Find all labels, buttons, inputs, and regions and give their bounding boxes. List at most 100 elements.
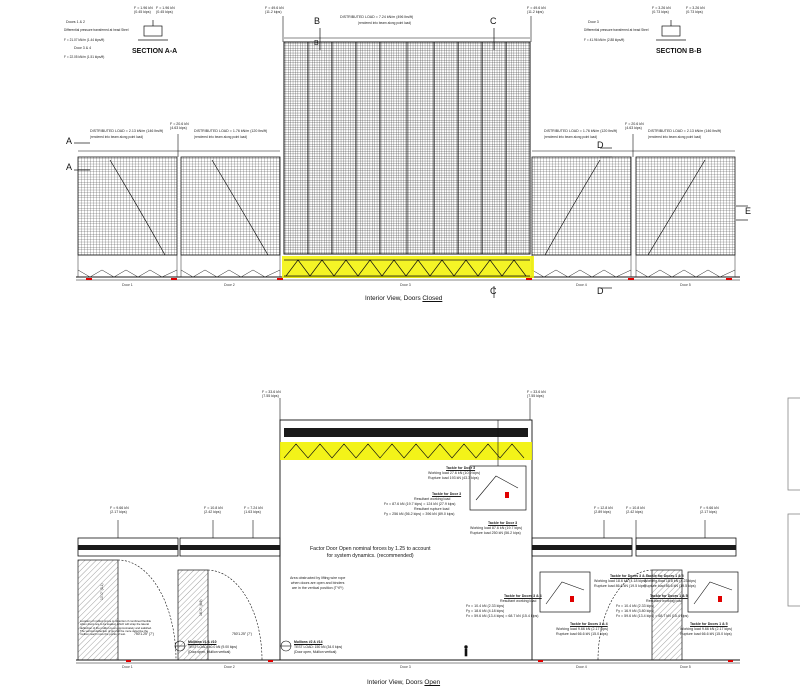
tackle-right-f-l2: Rupture load 66.6 kN (15.0 kips): [680, 632, 732, 636]
section-aa-detail: [138, 20, 168, 41]
tackle-right-d-l2: Fx = 10.4 kN (2.33 kips): [616, 604, 655, 608]
tackle-right-a-l1: Working load 18.6 kN (4.18 kips): [594, 579, 647, 583]
tackle-door3b-title: Tackle for Door 3: [432, 492, 462, 496]
section-aa-force-1: F = 21.07 kN/m (1.44 kips/ft): [64, 38, 105, 42]
section-bb-small-1: F = 3.26 kN (0.73 kips): [652, 6, 671, 15]
top-door-4-label: Door 4: [576, 283, 587, 287]
section-bb-force-1: F = 41.96 kN/m (2.88 kips/ft): [584, 38, 625, 42]
right-load-sub-2: (rendered into beam along point load): [648, 135, 702, 139]
tackle-door3-l1: Working load 27.6 kN (10.9 kips): [428, 471, 481, 475]
marker-c-2: C: [490, 286, 497, 296]
tackle-door3b-l3: Resultant rupture load: [414, 507, 450, 511]
bottom-dim-1: 750'1.25" (7'): [134, 632, 154, 636]
right-load-text-1: DISTRIBUTED LOAD = 1.76 kN/m (120 lbs/ft…: [544, 129, 618, 133]
closed-caption: Interior View, Doors Closed: [365, 295, 443, 302]
tackle-door3c-title: Tackle for Door 3: [488, 521, 518, 525]
section-bb-desc: Differential pressure transferred at hea…: [584, 28, 649, 32]
area-note: Area obstructed by lifting wire rope whe…: [290, 576, 346, 590]
door-1-panel: [77, 156, 178, 256]
tackle-right-c-l1: Resultant working load: [500, 599, 537, 603]
center-force-left: F = 49.6 kN (11.2 kips): [265, 6, 284, 15]
left-load-sub-1: (rendered into beam along point load): [90, 135, 144, 139]
marker-b-2: B: [314, 40, 319, 47]
tackle-door3c-l2: Rupture load 250 kN (56.2 kips): [470, 531, 521, 535]
top-door-5-label: Door 5: [680, 283, 691, 287]
section-aa-title: SECTION A-A: [132, 48, 178, 55]
right-load-sub-1: (rendered into beam along point load): [544, 135, 598, 139]
marker-b-1: B: [314, 16, 321, 26]
left-load-sub-2: (rendered into beam along point load): [194, 135, 248, 139]
tackle-right-b-l2: Rupture load 86.6 kN (19.5 kips): [644, 584, 696, 588]
tackle-right-b-title: Tackle for Doors 1 & 5: [646, 574, 684, 578]
left-dim-1: 10'-0" (3.1): [100, 583, 104, 600]
marker-d-1: D: [597, 140, 604, 150]
mullion-2-title: Mullions #2 & #14: [294, 640, 323, 644]
tackle-right-d-l1: Resultant working load: [646, 599, 683, 603]
mullion-2-l2: (Door open, Mullion vertical): [294, 650, 337, 654]
open-top-force-right: F = 33.6 kN (7.55 kips): [527, 390, 546, 399]
open-top-force-left: F = 33.6 kN (7.55 kips): [262, 390, 281, 399]
open-elevation: [76, 398, 740, 664]
marker-a-1: A: [66, 136, 73, 146]
right-load-text-2: DISTRIBUTED LOAD = 2.13 kN/m (146 lbs/ft…: [648, 129, 722, 133]
left-load-text-1: DISTRIBUTED LOAD = 2.13 kN/m (146 lbs/ft…: [90, 129, 164, 133]
door-5-panel: [635, 156, 736, 256]
closed-elevation: [74, 16, 748, 298]
tackle-right-c-title: Tackle for Doors 3 & 4: [504, 594, 542, 598]
section-aa-desc: Differential pressure transferred at hea…: [64, 28, 129, 32]
tackle-door3b-l1: Resultant working load: [414, 497, 451, 501]
right-force-2: F = 10.8 kN (2.42 kips): [626, 506, 645, 515]
top-door-3-label: Door 3: [400, 283, 411, 287]
left-force: F = 20.6 kN (4.63 kips): [170, 122, 189, 131]
section-aa-small-1: F = 1.96 kN (0.45 kips): [134, 6, 153, 15]
tackle-right-e-l1: Working load 9.66 kN (2.17 kips): [556, 627, 609, 631]
marker-a-2: A: [66, 162, 73, 172]
bottom-door-4-label: Door 4: [576, 665, 587, 669]
tackle-right-d-l4: Fx = 59.6 kN (13.4 kips) = 68.7 kN (15.4…: [616, 614, 689, 618]
tackle-right-d-l3: Fy = 16.9 kN (3.80 kips): [616, 609, 655, 613]
mullion-2-l1: TEST LOAD: 150 kN (34.0 kips): [294, 645, 343, 649]
tackle-right-c-l2: Fx = 10.4 kN (2.33 kips): [466, 604, 505, 608]
section-bb-detail: [656, 20, 686, 41]
left-mullion-note: Location of mullion prone to distortion …: [80, 619, 152, 637]
section-aa-door-label-2: Door 3 & 4: [74, 46, 92, 50]
right-force-1: F = 12.8 kN (2.89 kips): [594, 506, 613, 515]
section-bb-small-2: F = 3.26 kN (0.73 kips): [686, 6, 705, 15]
dynamics-note: Factor Door Open nominal forces by 1.25 …: [310, 546, 431, 559]
top-door-2-label: Door 2: [224, 283, 235, 287]
door-2-panel: [180, 156, 281, 256]
tackle-right-f-title: Tackle for Doors 1 & 5: [690, 622, 728, 626]
tackle-right-c-l4: Fx = 59.6 kN (13.4 kips) = 68.7 kN (15.4…: [466, 614, 539, 618]
left-load-text-2: DISTRIBUTED LOAD = 1.76 kN/m (120 lbs/ft…: [194, 129, 268, 133]
tackle-door3-title: Tackle for Door 3: [446, 466, 476, 470]
top-door-1-label: Door 1: [122, 283, 133, 287]
door-4-panel: [531, 156, 632, 256]
open-caption: Interior View, Doors Open: [367, 679, 441, 686]
bottom-door-3-label: Door 3: [400, 665, 411, 669]
bottom-door-2-label: Door 2: [224, 665, 235, 669]
tackle-right-d-title: Tackle for Doors 1 & 5: [650, 594, 688, 598]
bottom-door-5-label: Door 5: [680, 665, 691, 669]
marker-c-1: C: [490, 16, 497, 26]
tackle-right-f-l1: Working load 9.66 kN (2.17 kips): [680, 627, 733, 631]
tackle-door3b-l2: Fx = 87.6 kN (19.7 kips) = 124 kN (27.9 …: [384, 502, 456, 506]
bottom-dim-2: 750'1.25" (7'): [232, 632, 252, 636]
center-force-right: F = 49.6 kN (11.2 kips): [527, 6, 546, 15]
section-aa-small-2: F = 1.96 kN (0.45 kips): [156, 6, 175, 15]
left-dim-2: 16'-0" (4.9): [199, 599, 203, 616]
right-force-3: F = 9.66 kN (2.17 kips): [700, 506, 719, 515]
tackle-right-a-title: Tackle for Doors 3 & 4: [610, 574, 648, 578]
section-aa-door-label: Doors 1 & 2: [66, 20, 85, 24]
tackle-door3c-l1: Working load 87.6 kN (19.7 kips): [470, 526, 523, 530]
tackle-right-a-l2: Rupture load 86.6 kN (19.5 kips): [594, 584, 646, 588]
right-force: F = 20.6 kN (4.63 kips): [625, 122, 644, 131]
tackle-right-e-l2: Rupture load 66.6 kN (15.0 kips): [556, 632, 608, 636]
tackle-right-e-title: Tackle for Doors 3 & 4: [570, 622, 608, 626]
mullion-1-l2: (Door open, Mullion vertical): [188, 650, 231, 654]
tackle-door3b-l4: Fy = 256 kN (56.2 kips) = 396 kN (89.0 k…: [384, 512, 455, 516]
section-bb-door-label: Door 3: [588, 20, 599, 24]
marker-d-2: D: [597, 286, 604, 296]
left-force-2: F = 10.8 kN (2.42 kips): [204, 506, 223, 515]
highlight-truss-open: [280, 442, 532, 460]
center-load-sub: (rendered into beam along point load): [358, 21, 412, 25]
